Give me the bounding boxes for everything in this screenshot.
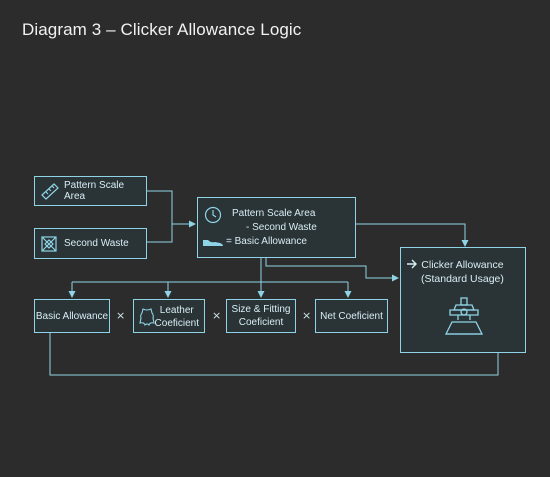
leather-hide-icon	[139, 308, 155, 326]
multiply-operator: ×	[116, 309, 126, 322]
pattern-scale-area-box: Pattern Scale Area	[34, 176, 147, 206]
size-label-line-1: Size & Fitting	[231, 304, 291, 315]
leather-label-line-1: Leather	[159, 305, 194, 316]
diagram-title: Diagram 3 – Clicker Allowance Logic	[22, 20, 302, 39]
formula-line-2: - Second Waste	[246, 222, 317, 233]
size-fitting-coefficient-box: Size & Fitting Coeficient	[226, 299, 296, 333]
basic-allowance-box: Basic Allowance	[34, 299, 110, 333]
connector-bottom-loop	[49, 333, 499, 376]
shoe-icon	[202, 236, 224, 248]
connector-formula-side-to-result	[265, 258, 399, 282]
second-waste-box: Second Waste	[34, 228, 147, 259]
leather-coefficient-box: Leather Coeficient	[133, 299, 205, 333]
ruler-icon	[40, 182, 60, 200]
size-label-line-2: Coeficient	[238, 317, 284, 328]
net-coefficient-box: Net Coeficient	[315, 299, 388, 333]
formula-line-1: Pattern Scale Area	[232, 208, 316, 219]
second-waste-label: Second Waste	[64, 238, 129, 249]
basic-allowance-label: Basic Allowance	[35, 310, 109, 322]
connector-formula-to-result	[356, 223, 469, 247]
leather-label-line-2: Coeficient	[154, 318, 199, 329]
waste-box-icon	[40, 235, 58, 253]
formula-line-3: = Basic Allowance	[226, 236, 307, 247]
basic-allowance-formula-box: Pattern Scale Area - Second Waste = Basi…	[197, 197, 356, 258]
multiply-operator: ×	[212, 309, 222, 322]
multiply-operator: ×	[302, 309, 312, 322]
pattern-scale-area-label: Pattern Scale Area	[64, 180, 125, 202]
result-label-line-2: (Standard Usage)	[421, 273, 504, 285]
connector-waste-to-formula	[147, 224, 173, 243]
clicking-press-icon	[442, 296, 486, 338]
clicker-allowance-result-box: Clicker Allowance (Standard Usage)	[400, 247, 526, 353]
clock-icon	[204, 206, 222, 224]
connector-pattern-to-formula	[147, 190, 196, 228]
result-label-line-1: Clicker Allowance	[421, 259, 504, 271]
net-coefficient-label: Net Coeficient	[320, 310, 383, 322]
arrow-right-icon	[406, 259, 418, 269]
